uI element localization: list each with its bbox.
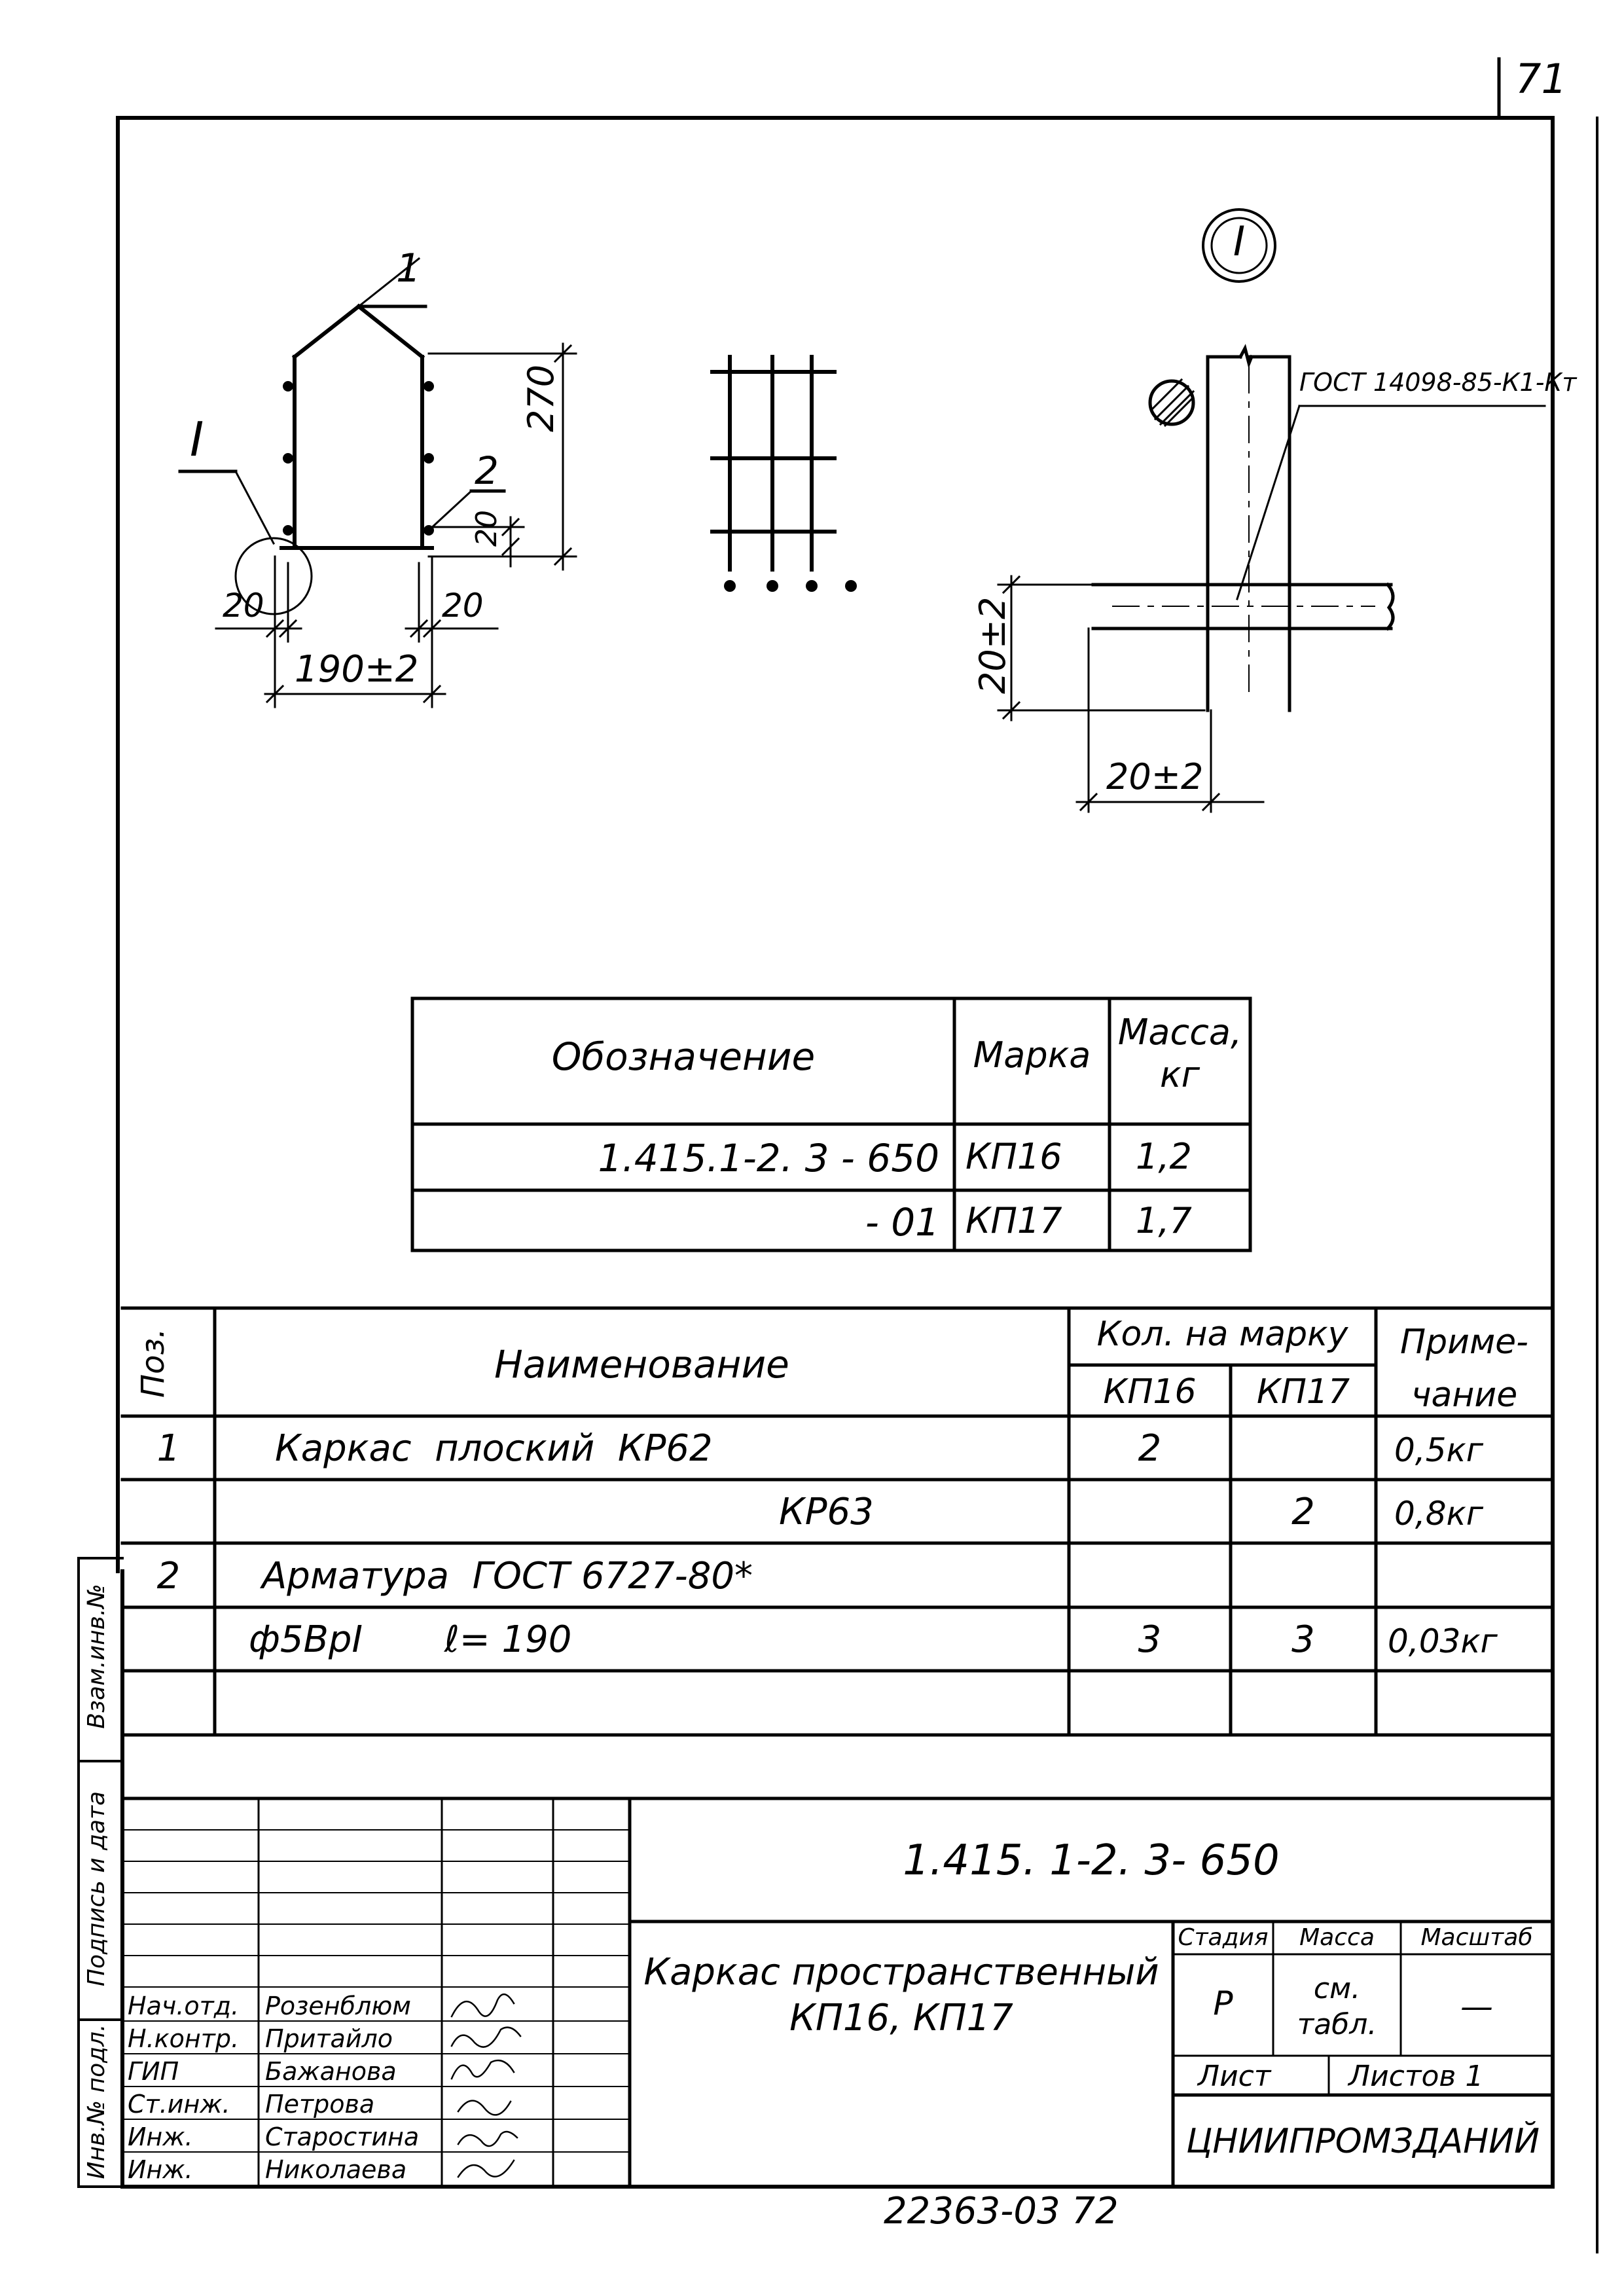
archive-code: 22363-03 72 — [884, 2190, 1119, 2232]
dim-20-right: 20 — [442, 587, 484, 625]
title-block-mass: см. табл. — [1297, 1972, 1377, 2041]
spec-header-qty: Кол. на марку — [1096, 1315, 1348, 1354]
detail-mark: I — [1233, 217, 1246, 265]
spec-table-lines — [120, 1306, 1555, 1800]
mesh-view — [710, 355, 837, 572]
spec-header-name: Наименование — [494, 1342, 789, 1387]
spec-row3-name: Арматура ГОСТ 6727-80* — [262, 1555, 753, 1597]
title-block-doc-code: 1.415. 1-2. 3- 650 — [903, 1836, 1280, 1885]
spec-row4-note: 0,03кг — [1388, 1622, 1498, 1660]
title-block-header-scale: Масштаб — [1420, 1924, 1533, 1951]
position-2-label: 2 — [475, 448, 499, 493]
spec-header-kp17: КП17 — [1256, 1372, 1350, 1412]
callout-I-label: I — [190, 412, 204, 467]
mark-table-header-mass: Масса, кг — [1117, 1011, 1242, 1095]
section-view — [280, 303, 434, 550]
weld-standard-ref: ГОСТ 14098-85-К1-Кт — [1299, 368, 1577, 397]
dim-width: 190±2 — [295, 648, 419, 691]
staff-name-6: Николаева — [265, 2155, 407, 2184]
spec-header-pos: Поз. — [135, 1328, 171, 1398]
mark-table-header-designation: Обозначение — [551, 1034, 816, 1079]
position-1-label: 1 — [396, 246, 422, 291]
spec-header-kp16: КП16 — [1103, 1372, 1197, 1412]
title-block-title-line1: Каркас пространственный — [643, 1951, 1159, 1994]
side-stamp-replacement-inventory: Взам.инв.№ — [83, 1584, 110, 1729]
spec-row2-name: КР63 — [779, 1491, 874, 1533]
title-block-lines — [122, 1796, 1555, 2189]
staff-role-1: Нач.отд. — [128, 1992, 240, 2020]
title-block-organization: ЦНИИПРОМЗДАНИЙ — [1186, 2122, 1540, 2161]
spec-row4-name: ф5ВрI ℓ= 190 — [249, 1618, 572, 1661]
mark-table-row2-designation: - 01 — [865, 1200, 939, 1245]
staff-name-1: Розенблюм — [265, 1992, 411, 2020]
spec-row4-qty16: 3 — [1138, 1618, 1162, 1661]
staff-role-5: Инж. — [128, 2123, 193, 2151]
sheet-number: 71 — [1515, 55, 1567, 103]
dim-detail-horizontal: 20±2 — [1106, 756, 1204, 797]
dim-height: 270 — [520, 364, 562, 432]
staff-name-3: Бажанова — [265, 2057, 397, 2086]
staff-name-4: Петрова — [265, 2090, 375, 2119]
signatures — [450, 1994, 522, 2178]
spec-row1-qty16: 2 — [1138, 1427, 1162, 1470]
spec-row1-name: Каркас плоский КР62 — [275, 1427, 713, 1470]
title-block-stage: Р — [1213, 1984, 1233, 2022]
mark-table-row1-mark: КП16 — [965, 1136, 1062, 1177]
mark-table-header-mark: Марка — [973, 1034, 1091, 1076]
detail-I — [1091, 344, 1395, 712]
staff-role-4: Ст.инж. — [128, 2090, 230, 2119]
spec-row3-pos: 2 — [156, 1555, 181, 1597]
staff-name-2: Притайло — [265, 2024, 393, 2053]
spec-row2-qty17: 2 — [1291, 1491, 1315, 1533]
mark-table-row1-mass: 1,2 — [1136, 1136, 1192, 1177]
dim-20-vertical: 20 — [470, 510, 503, 547]
staff-role-3: ГИП — [128, 2057, 179, 2086]
title-block-title-line2: КП16, КП17 — [789, 1997, 1013, 2039]
dim-20-left: 20 — [223, 587, 264, 625]
side-stamp-lines — [77, 1557, 124, 2188]
title-block-header-stage: Стадия — [1178, 1924, 1269, 1951]
spec-row1-pos: 1 — [156, 1427, 181, 1470]
spec-row4-qty17: 3 — [1291, 1618, 1315, 1661]
spec-header-note: Приме- чание — [1400, 1322, 1528, 1415]
spec-row2-note: 0,8кг — [1394, 1495, 1483, 1533]
side-stamp-inventory-original: Инв.№ подл. — [83, 2024, 110, 2179]
spec-row1-note: 0,5кг — [1394, 1431, 1483, 1469]
mark-table-lines — [410, 996, 1252, 1252]
staff-role-6: Инж. — [128, 2155, 193, 2184]
title-block-scale: — — [1460, 1988, 1493, 2026]
title-block-sheets-label: Листов 1 — [1348, 2060, 1484, 2093]
title-block-sheet-label: Лист — [1198, 2060, 1271, 2093]
mark-table-row2-mark: КП17 — [965, 1200, 1062, 1241]
mark-table-row1-designation: 1.415.1-2. 3 - 650 — [598, 1136, 940, 1180]
staff-name-5: Старостина — [265, 2123, 420, 2151]
dim-detail-vertical: 20±2 — [972, 596, 1013, 694]
title-block-header-mass: Масса — [1299, 1924, 1375, 1951]
staff-role-2: Н.контр. — [128, 2024, 240, 2053]
mark-table-row2-mass: 1,7 — [1136, 1200, 1192, 1241]
side-stamp-signature-date: Подпись и дата — [83, 1791, 110, 1987]
